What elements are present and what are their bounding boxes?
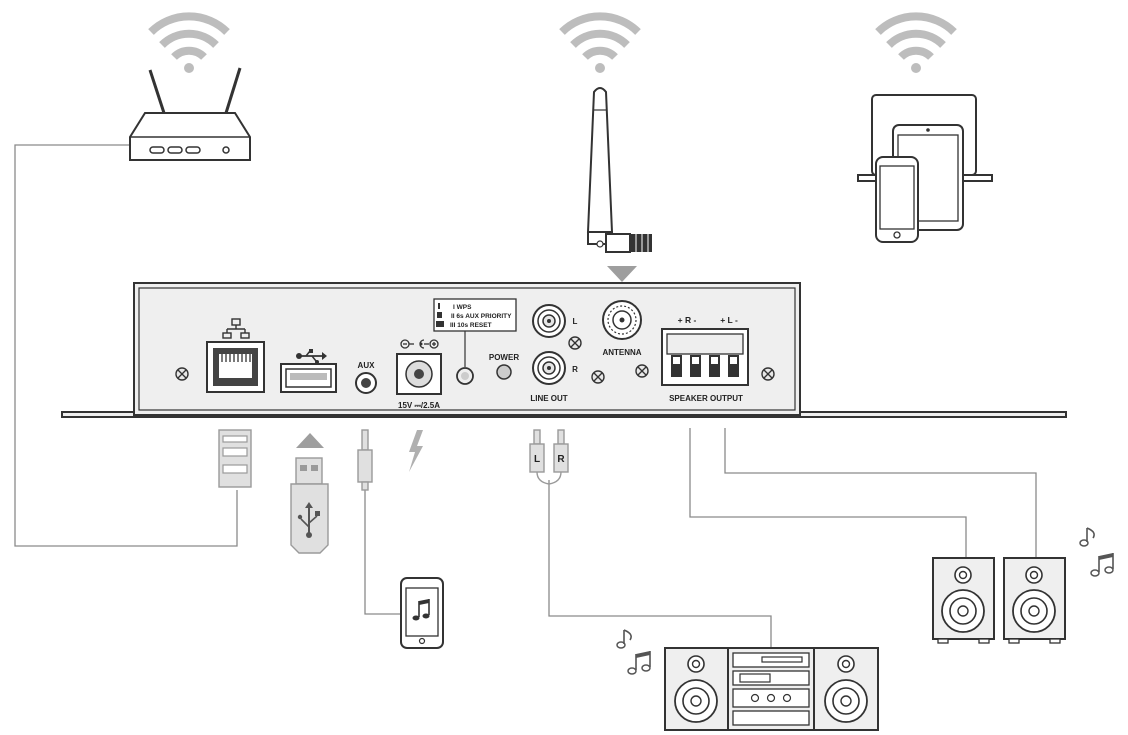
ethernet-plug — [218, 429, 252, 488]
stereo-system-icon — [664, 647, 879, 731]
speaker-icon — [1003, 557, 1066, 644]
screw-icon — [761, 367, 775, 381]
wifi-icon-devices — [875, 12, 957, 73]
phone-with-music-icon — [400, 577, 444, 649]
legend-line-aux-priority: II 6s AUX PRIORITY — [451, 313, 512, 320]
legend-line-wps: I WPS — [453, 304, 472, 311]
router-icon — [129, 67, 251, 161]
wifi-icon-router — [148, 12, 230, 73]
dc-polarity-icon — [400, 339, 439, 349]
usb-stick — [290, 457, 329, 554]
antenna-icon — [586, 87, 652, 253]
aux-plug — [357, 429, 373, 491]
aux-label: AUX — [358, 361, 376, 370]
antenna-connector — [602, 300, 642, 340]
wifi-icon-antenna — [559, 12, 641, 73]
ethernet-port — [206, 341, 265, 393]
rca-plug-left-label: L — [534, 454, 540, 465]
arrow-up-icon — [296, 433, 324, 448]
screw-icon — [175, 367, 189, 381]
speaker-polarity-right: + R - — [678, 315, 697, 325]
amplifier-rear-panel: AUX 15V ⎓/2.5A I — [61, 282, 1067, 418]
antenna-label: ANTENNA — [602, 348, 641, 357]
music-note-icon — [412, 599, 430, 621]
ethernet-icon — [222, 318, 250, 339]
speaker-terminal-block — [661, 328, 749, 386]
legend-line-reset: III 10s RESET — [450, 322, 492, 329]
rca-plug-right-label: R — [557, 454, 565, 465]
usb-icon — [296, 349, 327, 364]
screw-icon — [568, 336, 582, 350]
speaker-icon — [932, 557, 995, 644]
arrow-down-icon — [607, 266, 637, 282]
button-legend: I WPS II 6s AUX PRIORITY III 10s RESET — [433, 298, 517, 332]
dc-power-jack — [396, 353, 442, 395]
wires — [14, 144, 1037, 648]
function-button — [456, 367, 474, 385]
ethernet-wire — [14, 144, 238, 547]
music-note-icon — [1079, 527, 1114, 577]
aux-jack — [355, 372, 377, 394]
line-out-right-label: R — [572, 365, 578, 374]
rca-jack-left — [532, 304, 566, 338]
screw-icon — [591, 370, 605, 384]
line-out-label: LINE OUT — [530, 394, 567, 403]
speaker-left-wire — [724, 428, 1037, 558]
usb-icon — [297, 502, 320, 538]
screw-icon — [635, 364, 649, 378]
power-rating-label: 15V ⎓/2.5A — [398, 401, 440, 410]
line-out-wire — [548, 480, 772, 648]
lightning-icon — [409, 430, 423, 472]
usb-port — [280, 363, 337, 393]
line-out-left-label: L — [573, 317, 578, 326]
speaker-output-label: SPEAKER OUTPUT — [669, 394, 743, 403]
speaker-right-wire — [689, 428, 967, 558]
power-led-label: POWER — [489, 353, 519, 362]
rca-cable-plugs: L R — [529, 429, 569, 485]
power-led — [496, 364, 512, 380]
music-note-icon — [616, 629, 651, 675]
speaker-polarity-left: + L - — [720, 315, 738, 325]
rca-jack-right — [532, 351, 566, 385]
laptop-tablet-phone-icon — [857, 94, 993, 243]
aux-wire — [364, 490, 400, 615]
